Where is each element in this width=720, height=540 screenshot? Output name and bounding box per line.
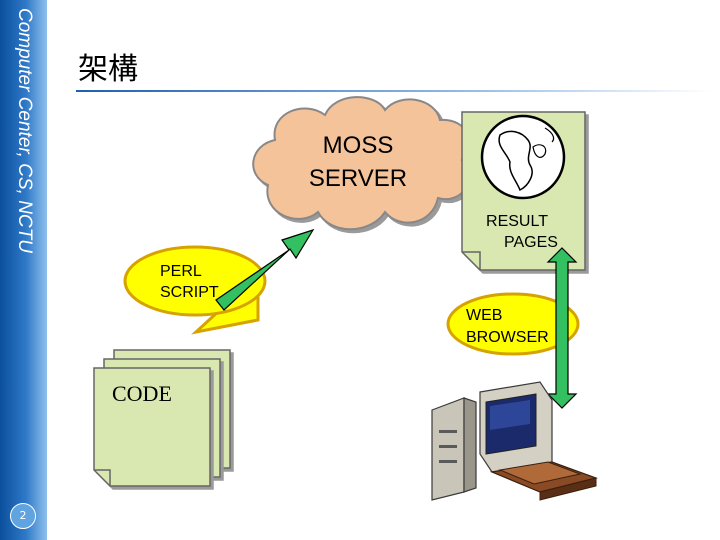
code-label: CODE <box>112 381 172 406</box>
result-pages-document: RESULT PAGES <box>461 111 586 271</box>
double-arrow-shape <box>546 247 578 409</box>
sidebar-org-text: Computer Center, CS, NCTU <box>14 8 35 253</box>
result-label-line1: RESULT <box>486 213 548 230</box>
server-label-line1: MOSS <box>323 132 394 159</box>
code-doc-front <box>93 367 211 487</box>
perl-label-line1: PERL <box>160 263 202 280</box>
page-number: 2 <box>10 503 36 529</box>
code-documents: CODE <box>93 349 231 487</box>
browser-bubble-shape <box>446 292 580 356</box>
code-doc-fold <box>94 469 111 486</box>
perl-to-server-arrow <box>215 228 315 311</box>
computer-icon <box>431 381 599 501</box>
up-arrow-shape <box>215 228 315 311</box>
globe-icon <box>480 114 566 200</box>
sidebar: Computer Center, CS, NCTU 2 <box>0 0 47 540</box>
title-rule <box>76 90 712 92</box>
slide-title: 架構 <box>78 52 138 87</box>
browser-label-line1: WEB <box>466 307 502 324</box>
result-label-line2: PAGES <box>504 234 558 251</box>
result-page-fold <box>462 251 481 270</box>
server-label-line2: SERVER <box>309 165 407 192</box>
browser-result-double-arrow <box>546 247 578 409</box>
moss-server-cloud: MOSS SERVER <box>252 96 471 231</box>
cloud-shape <box>252 96 471 231</box>
web-browser-bubble: WEB BROWSER <box>446 292 580 356</box>
browser-label-line2: BROWSER <box>466 329 549 346</box>
perl-label-line2: SCRIPT <box>160 284 219 301</box>
